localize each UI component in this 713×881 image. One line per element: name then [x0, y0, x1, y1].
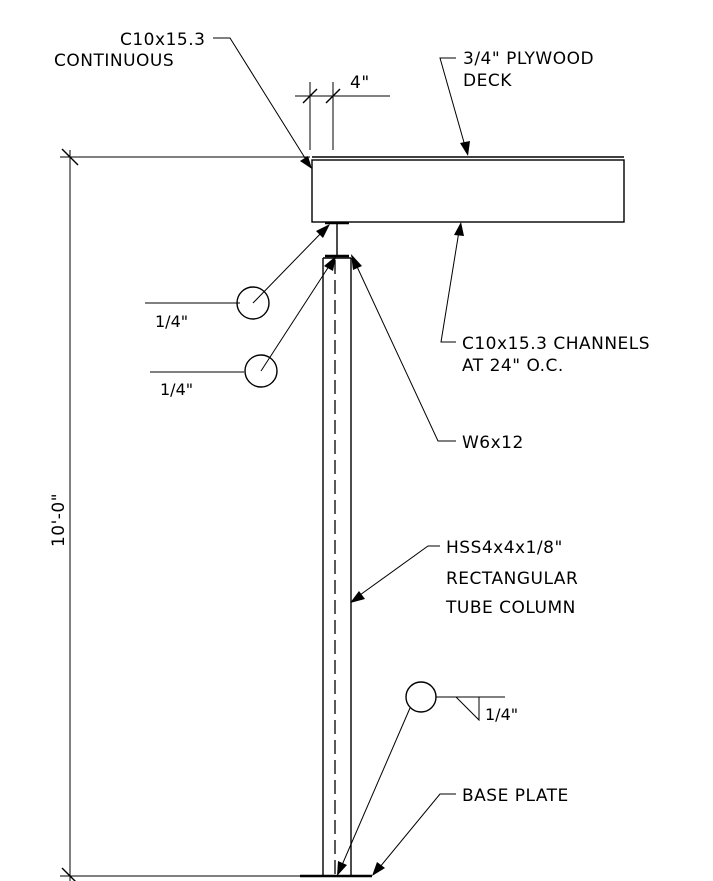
weld-mid-arrow	[324, 256, 336, 271]
c10-continuous-line2: CONTINUOUS	[54, 51, 174, 71]
four-inch-dimension: 4"	[295, 73, 390, 150]
c10-continuous-arrow	[300, 156, 312, 169]
plywood-arrow	[460, 141, 470, 156]
weld-top-size: 1/4"	[155, 312, 188, 331]
weld-symbol-top: 1/4"	[145, 224, 330, 331]
weld-top-arrow-line	[252, 227, 327, 304]
callout-w6x12: W6x12	[351, 254, 524, 453]
base-plate-label: BASE PLATE	[462, 786, 569, 806]
dim-4in-label: 4"	[350, 73, 370, 93]
height-tick-bottom	[61, 867, 76, 881]
hss-leader	[352, 545, 440, 601]
callout-hss: HSS4x4x1/8" RECTANGULAR TUBE COLUMN	[350, 538, 578, 618]
c10-continuous-leader	[213, 37, 311, 167]
callout-c10-channels: C10x15.3 CHANNELS AT 24" O.C.	[440, 222, 650, 376]
channels-leader	[440, 224, 461, 343]
callout-c10-continuous: C10x15.3 CONTINUOUS	[54, 30, 312, 169]
channels-line2: AT 24" O.C.	[462, 356, 564, 376]
dim-4in-tick-left	[302, 88, 318, 104]
callout-base-plate: BASE PLATE	[372, 786, 569, 876]
w6-leader	[352, 257, 456, 442]
weld-mid-size: 1/4"	[160, 380, 193, 399]
w6-label: W6x12	[462, 433, 524, 453]
weld-base-fillet-symbol	[455, 696, 480, 722]
weld-base-all-around-circle	[405, 681, 437, 713]
w6x12-stub	[325, 221, 349, 258]
channels-arrow	[454, 222, 464, 236]
c10-channel	[311, 159, 625, 223]
weld-symbol-middle: 1/4"	[150, 256, 336, 399]
base-plate-arrow	[372, 862, 385, 876]
plywood-line2: DECK	[463, 71, 512, 91]
deck-assembly	[311, 156, 625, 223]
hss-arrow	[350, 591, 365, 603]
hss-line2: RECTANGULAR	[446, 569, 578, 589]
weld-mid-all-around-circle	[244, 354, 278, 388]
dim-4in-tick-right	[325, 88, 341, 104]
plywood-leader	[439, 57, 468, 154]
w6-arrow	[351, 254, 362, 270]
weld-top-arrow	[316, 224, 330, 238]
height-label: 10'-0"	[49, 493, 69, 547]
weld-top-all-around-circle	[236, 286, 270, 320]
height-tick-top	[61, 148, 79, 166]
weld-base-size: 1/4"	[485, 705, 518, 724]
base-plate-leader	[374, 793, 456, 874]
height-dimension: 10'-0"	[49, 148, 310, 881]
c10-continuous-line1: C10x15.3	[120, 30, 205, 50]
weld-mid-arrow-line	[260, 259, 334, 372]
hss-line3: TUBE COLUMN	[445, 598, 576, 618]
hss-line1: HSS4x4x1/8"	[446, 538, 563, 558]
channels-line1: C10x15.3 CHANNELS	[462, 334, 650, 354]
weld-base-arrow	[337, 861, 347, 876]
hss-column	[300, 257, 372, 878]
weld-base-arrow-line	[338, 707, 411, 873]
weld-symbol-base: 1/4"	[337, 681, 518, 876]
callout-plywood-deck: 3/4" PLYWOOD DECK	[439, 49, 594, 156]
plywood-line1: 3/4" PLYWOOD	[463, 49, 594, 69]
